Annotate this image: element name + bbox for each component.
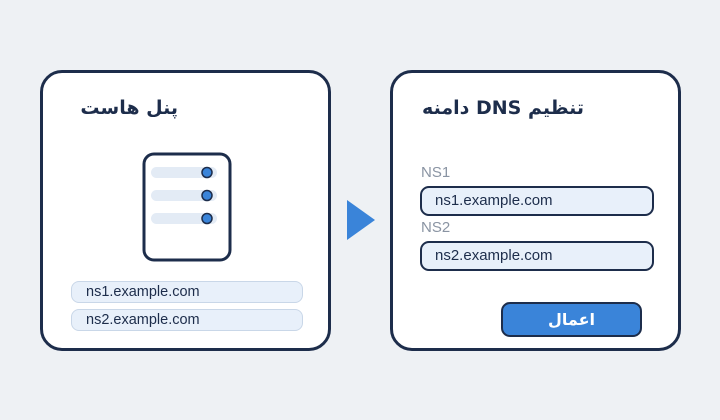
host-nameserver-1: ns1.example.com <box>71 281 303 303</box>
ns2-input[interactable]: ns2.example.com <box>420 241 654 271</box>
dns-settings-title: تنظیم DNS دامنه <box>422 97 584 119</box>
host-nameserver-2: ns2.example.com <box>71 309 303 331</box>
apply-button[interactable]: اعمال <box>501 302 642 337</box>
dns-settings-card: تنظیم DNS دامنه NS1 ns1.example.com NS2 … <box>390 70 681 351</box>
host-panel-card: پنل هاست ns1.example.com ns2.example.com <box>40 70 331 351</box>
ns1-input[interactable]: ns1.example.com <box>420 186 654 216</box>
ns1-label: NS1 <box>421 164 451 181</box>
arrow-right-icon <box>347 200 375 240</box>
host-panel-title: پنل هاست <box>80 97 178 119</box>
server-icon <box>142 152 232 262</box>
ns2-label: NS2 <box>421 219 451 236</box>
